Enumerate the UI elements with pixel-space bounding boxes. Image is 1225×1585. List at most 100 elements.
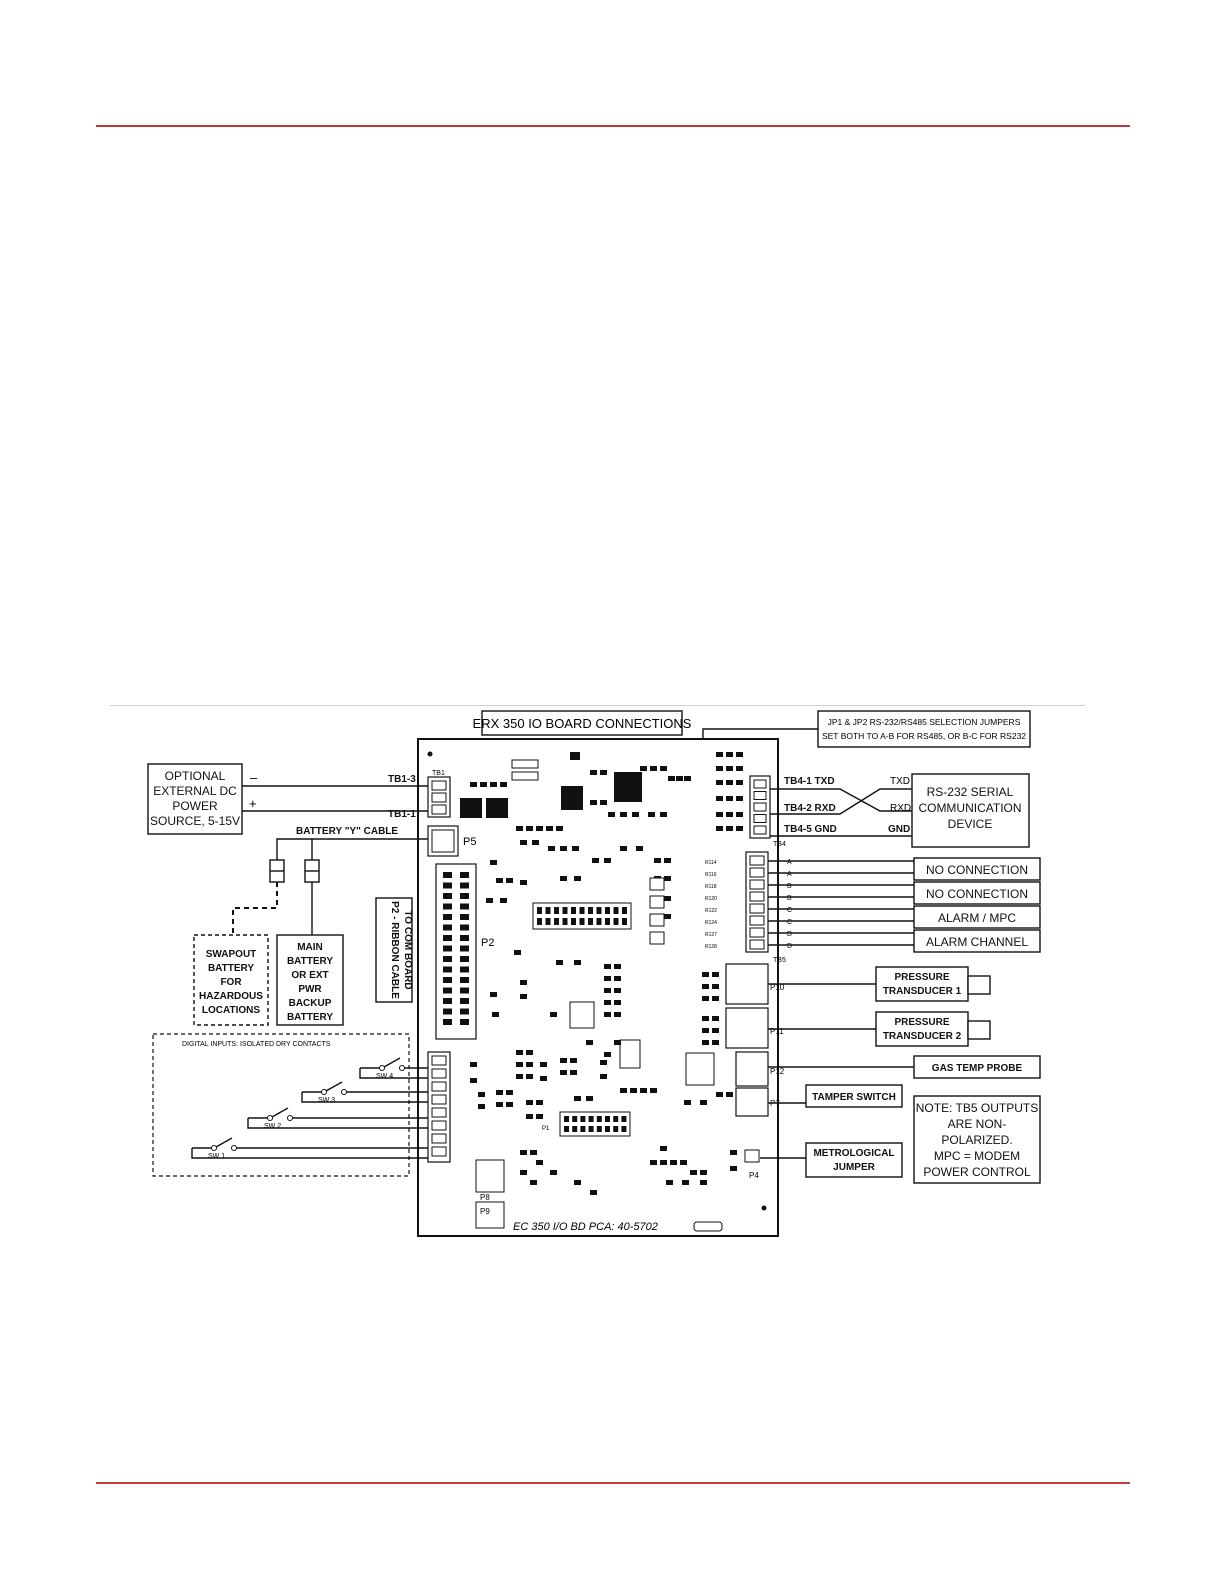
chip-pin	[605, 1116, 610, 1122]
smd-component	[500, 898, 507, 903]
smd-component	[550, 1170, 557, 1175]
smd-component	[520, 980, 527, 985]
power-line-2: EXTERNAL DC	[153, 784, 237, 798]
chip-pin	[545, 907, 551, 914]
note-line-2: ARE NON-	[948, 1117, 1007, 1131]
swapout-line-1: SWAPOUT	[206, 949, 257, 960]
chip-pin	[596, 918, 602, 925]
pressure-transducer-2: PRESSURE TRANSDUCER 2	[768, 1011, 991, 1047]
tb5-pin	[749, 939, 765, 950]
chip-pin	[572, 1126, 578, 1132]
smd-component	[730, 1150, 737, 1155]
smd-component	[490, 782, 497, 787]
p2-pin	[460, 966, 469, 973]
ic-l1	[460, 798, 482, 818]
note-line-4: MPC = MODEM	[934, 1149, 1020, 1163]
smd-component	[560, 1070, 567, 1075]
switch-lead	[191, 1148, 428, 1159]
smd-component	[516, 1062, 523, 1067]
ic-u1	[569, 1001, 595, 1029]
digital-inputs-region: DIGITAL INPUTS: ISOLATED DRY CONTACTS SW…	[152, 1033, 428, 1177]
chip-pin	[622, 907, 627, 914]
pressure2-line-1: PRESSURE	[894, 1017, 949, 1028]
smd-component	[654, 858, 661, 863]
smd-component	[520, 1170, 527, 1175]
chip-pin	[596, 1116, 602, 1122]
tb5-ref: R114	[705, 860, 717, 866]
smd-component	[550, 1012, 557, 1017]
chip-pin	[622, 918, 627, 925]
smd-component	[684, 1100, 691, 1105]
smd-component	[614, 964, 621, 969]
swapout-line-4: HAZARDOUS	[199, 991, 263, 1002]
power-source-box: OPTIONAL EXTERNAL DC POWER SOURCE, 5-15V…	[147, 763, 428, 835]
chip-pin	[564, 1116, 569, 1122]
p2-pin	[460, 924, 469, 931]
ic-u27	[614, 772, 642, 802]
tb5-letter: D	[787, 931, 792, 938]
p2-pin	[443, 872, 452, 878]
digital-input-terminal	[427, 1051, 451, 1163]
p2-pin	[443, 987, 452, 994]
p2-pin	[443, 882, 452, 889]
smd-component	[702, 984, 709, 989]
p5-connector: P5	[427, 825, 476, 857]
pressure1-line-1: PRESSURE	[894, 972, 949, 983]
p9-connector: P9	[475, 1201, 505, 1229]
tb4-label: TB4	[773, 841, 786, 848]
smd-component	[480, 782, 487, 787]
p2-label: P2	[481, 937, 494, 949]
smd-ic	[649, 931, 665, 945]
chip-pin	[571, 907, 576, 914]
smd-component	[604, 1052, 611, 1057]
power-line-4: SOURCE, 5-15V	[150, 814, 240, 828]
chip-pin	[596, 907, 602, 914]
smd-component	[516, 1074, 523, 1079]
smd-component	[650, 1088, 657, 1093]
smd-component	[630, 1088, 637, 1093]
smd-component	[700, 1170, 707, 1175]
smd-component	[614, 976, 621, 981]
smd-component	[526, 1074, 533, 1079]
smd-component	[586, 1040, 593, 1045]
gas-temp-label: GAS TEMP PROBE	[932, 1063, 1023, 1074]
chip-pin	[605, 907, 610, 914]
diodes-top	[511, 752, 580, 781]
p1-label: P1	[542, 1126, 550, 1132]
pressure-transducer-1: PRESSURE TRANSDUCER 1	[768, 966, 991, 1002]
smd-component	[516, 1050, 523, 1055]
p12-connector: P12	[735, 1051, 785, 1087]
rs232-device-line-1: RS-232 SERIAL	[927, 785, 1014, 799]
p2-pin	[443, 966, 452, 973]
smd-component	[604, 976, 611, 981]
p2-pin	[443, 903, 452, 910]
power-plus: +	[249, 796, 257, 811]
smd-component	[700, 1180, 707, 1185]
smd-component	[470, 782, 477, 787]
chip-pin	[572, 1116, 578, 1122]
smd-component	[604, 988, 611, 993]
switch-label: SW 4	[376, 1073, 393, 1080]
board-silkscreen: EC 350 I/O BD PCA: 40-5702	[513, 1221, 658, 1233]
main-battery-line-5: BACKUP	[289, 998, 332, 1009]
main-battery-line-2: BATTERY	[287, 956, 333, 967]
smd-component	[574, 1096, 581, 1101]
smd-component	[716, 812, 723, 817]
smd-component	[648, 812, 655, 817]
tb5-ref: R127	[705, 932, 717, 938]
switch-contact	[341, 1089, 347, 1095]
switch: SW 2	[247, 1107, 428, 1130]
smd-component	[726, 812, 733, 817]
smd-component	[700, 1100, 707, 1105]
rs232-txd: TXD	[890, 776, 910, 787]
smd-component	[492, 1012, 499, 1017]
smd-component	[604, 964, 611, 969]
tb5-pin	[749, 867, 765, 878]
metrological-line-2: JUMPER	[833, 1162, 875, 1173]
ribbon-line-2: TO COM BOARD	[402, 910, 413, 989]
tb1-terminal-block: TB1	[427, 770, 451, 818]
tb1-label: TB1	[432, 770, 445, 777]
p2-pin	[443, 935, 452, 941]
metrological-line-1: METROLOGICAL	[813, 1148, 894, 1159]
smd-component	[470, 1062, 477, 1067]
